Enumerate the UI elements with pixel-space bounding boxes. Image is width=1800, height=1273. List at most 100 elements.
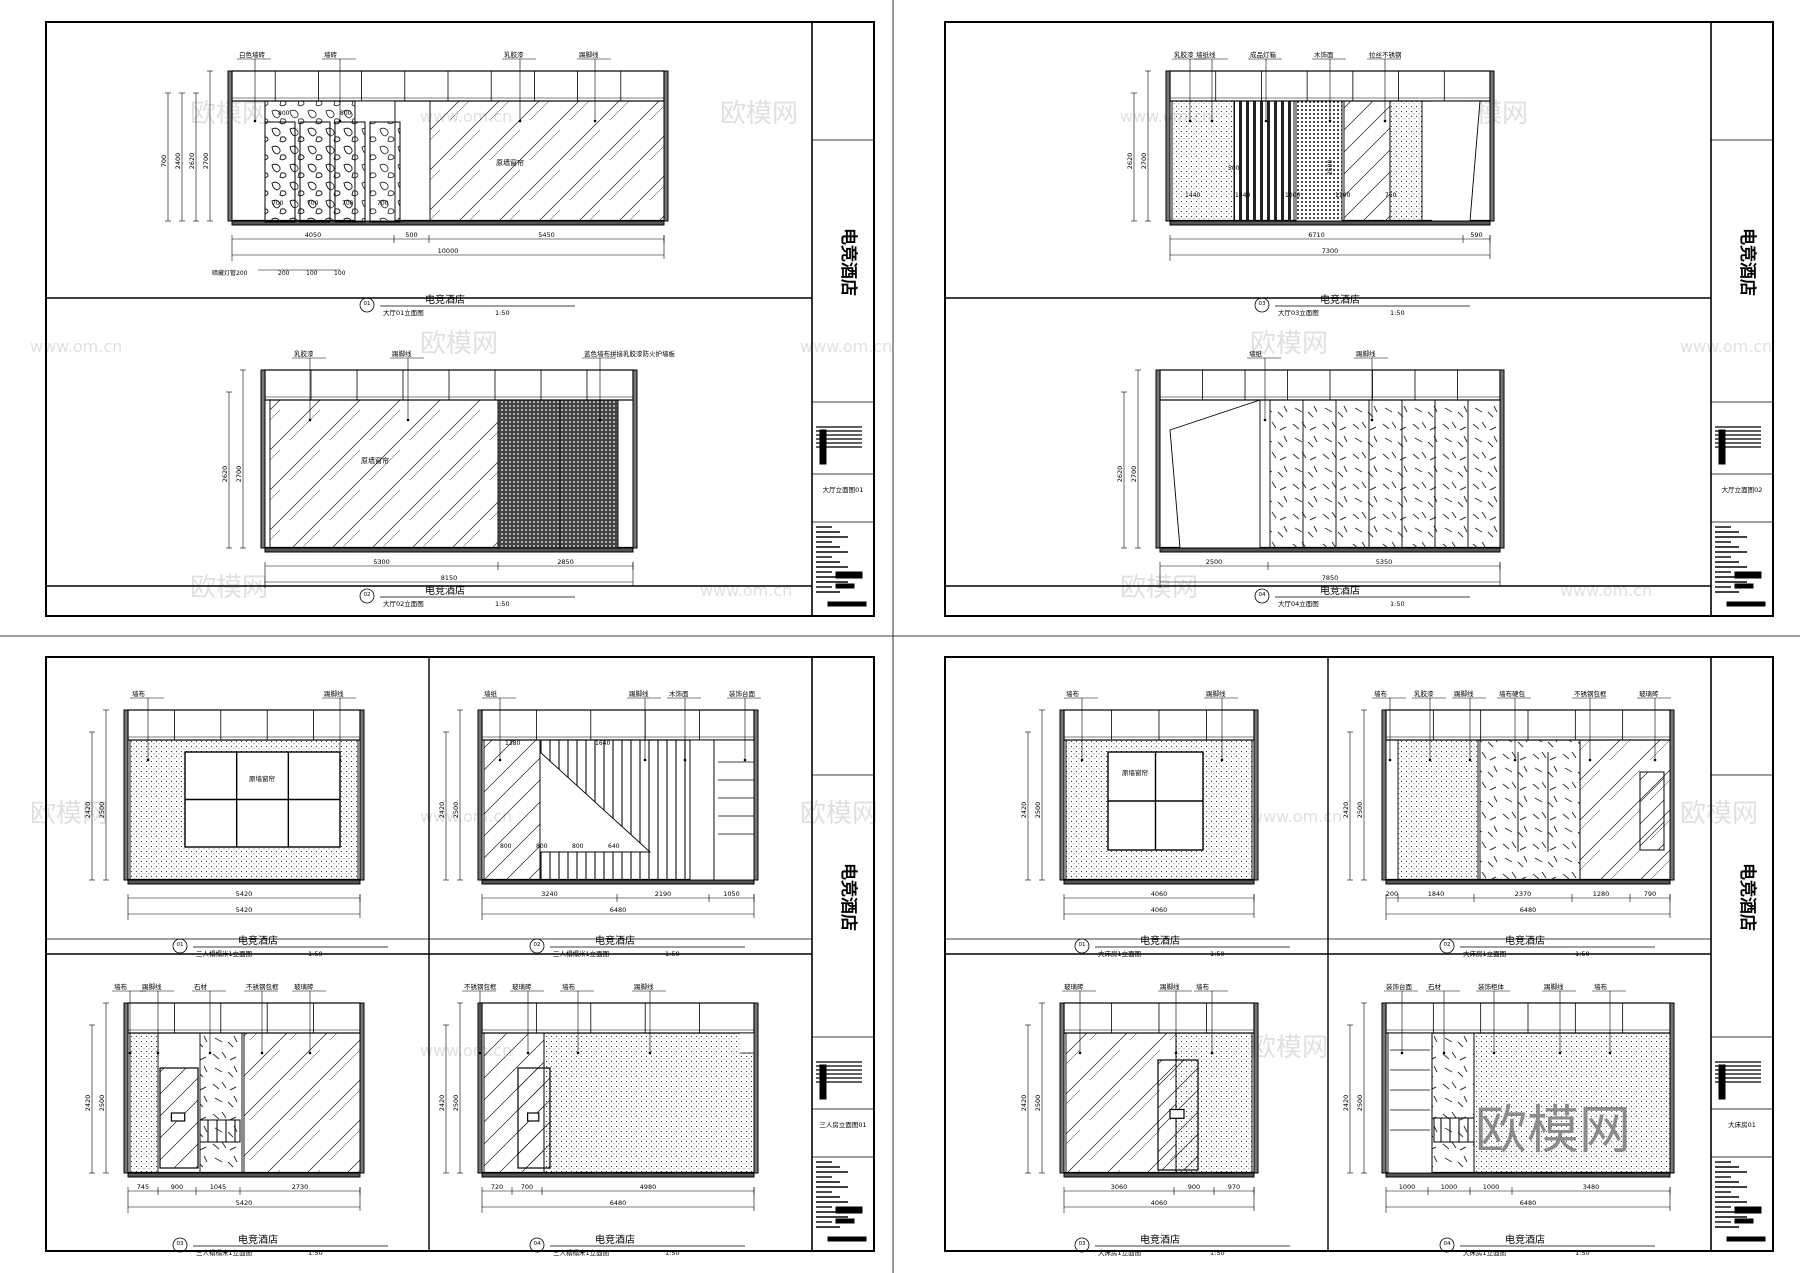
brand-vertical-text: 电竞酒店	[838, 228, 859, 296]
bottom-dimension: 2370	[1515, 890, 1532, 898]
title-block-stamp	[1734, 1218, 1754, 1224]
view-scale: 1:50	[495, 309, 510, 317]
bottom-dimension: 1050	[723, 890, 740, 898]
callout-dot	[1174, 1051, 1178, 1055]
callout-dot	[598, 418, 602, 422]
view-title: 大床房1立面图	[1098, 1248, 1141, 1257]
callout-dot	[156, 1051, 160, 1055]
material-callout: 木饰面	[669, 689, 689, 698]
view-title: 大床房1立面图	[1098, 949, 1141, 958]
side-wall-right	[1489, 70, 1495, 222]
view-project-name: 电竞酒店	[238, 934, 278, 947]
mirror-panel	[483, 739, 541, 881]
bottom-dimension: 5300	[373, 558, 390, 566]
inner-dimension: 1100	[1335, 192, 1350, 199]
total-dimension: 7850	[1322, 574, 1339, 582]
callout-dot	[526, 1051, 530, 1055]
view-project-name: 电竞酒店	[238, 1233, 278, 1246]
floor-slab	[481, 879, 755, 885]
title-block-stamp	[827, 601, 867, 607]
sheet-title: 大厅立面图01	[823, 485, 864, 494]
view-title: 三人榻榻米1立面图	[196, 949, 252, 958]
view-number: 02	[1444, 942, 1451, 948]
view-number: 03	[1259, 301, 1266, 307]
callout-dot	[1388, 758, 1392, 762]
height-dimension: 2420	[1020, 1095, 1028, 1112]
bottom-dimension: 900	[1188, 1183, 1200, 1191]
bottom-dimension: 2730	[292, 1183, 309, 1191]
top-dimension: 800	[340, 110, 352, 117]
view-scale: 1:50	[1210, 950, 1225, 958]
callout-dot	[1558, 1051, 1562, 1055]
height-dimension: 2500	[1034, 802, 1042, 819]
height-dimension: 700	[160, 155, 168, 167]
side-wall-left	[1381, 1002, 1387, 1174]
view-number: 03	[1079, 1241, 1086, 1247]
bottom-dimension: 3060	[1111, 1183, 1128, 1191]
callout-dot	[683, 758, 687, 762]
title-block-stamp	[1726, 601, 1766, 607]
material-callout: 墙布	[1374, 689, 1388, 698]
height-dimension: 2420	[1342, 802, 1350, 819]
fabric-wall	[543, 1032, 755, 1174]
ceiling-band	[481, 709, 755, 741]
material-callout: 踢脚线	[1356, 349, 1376, 358]
steel-panel	[1343, 100, 1391, 222]
total-dimension: 6480	[610, 1199, 627, 1207]
stone-panel	[1479, 739, 1581, 881]
view-title: 大床房1立面图	[1463, 1248, 1506, 1257]
side-wall-right	[753, 1002, 759, 1174]
inner-dimension: 1000	[1285, 192, 1300, 199]
side-wall-left	[1155, 369, 1161, 549]
inner-dimension: 640	[608, 843, 620, 850]
view-project-name: 电竞酒店	[425, 584, 465, 597]
top-dimension: 1380	[505, 740, 520, 747]
watermark-text: 欧模网	[30, 799, 108, 829]
stone-screen-panel	[334, 121, 366, 223]
height-dimension: 2700	[1140, 153, 1148, 170]
sub-note: 暗藏灯管200	[212, 269, 248, 277]
view-project-name: 电竞酒店	[425, 293, 465, 306]
height-dimension: 2420	[438, 1095, 446, 1112]
side-wall-right	[753, 709, 759, 881]
material-callout: 墙纸	[1249, 349, 1263, 358]
material-callout: 玻璃砖	[1064, 982, 1084, 991]
height-dimension: 2700	[235, 466, 243, 483]
side-wall-left	[1059, 1002, 1065, 1174]
view-scale: 1:50	[1575, 1249, 1590, 1257]
height-dimension: 2620	[1126, 153, 1134, 170]
side-wall-right	[359, 709, 365, 881]
callout-dot	[648, 1051, 652, 1055]
bottom-dimension: 5450	[538, 231, 555, 239]
view-project-name: 电竞酒店	[1505, 1233, 1545, 1246]
height-dimension: 2420	[1342, 1095, 1350, 1112]
bottom-dimension: 900	[171, 1183, 183, 1191]
watermark-text: 欧模网	[190, 573, 268, 603]
material-callout: 墙布	[562, 982, 576, 991]
side-wall-left	[227, 70, 233, 222]
inner-dimension: 1440	[1185, 192, 1200, 199]
bottom-dimension: 790	[1644, 890, 1656, 898]
view-title: 三人榻榻米1立面图	[196, 1248, 252, 1257]
view-project-name: 电竞酒店	[1140, 1233, 1180, 1246]
wood-slat-panel	[1233, 100, 1295, 222]
watermark-large: 欧模网	[1475, 1101, 1631, 1161]
watermark-text: 欧模网	[1250, 329, 1328, 359]
height-dimension: 2420	[84, 1095, 92, 1112]
sub-dimension: 100	[306, 270, 318, 277]
lightbox-panel	[1295, 100, 1343, 222]
material-callout: 蓝色墙布拼接乳胶漆防火护墙板	[584, 349, 676, 358]
floor-slab	[481, 1172, 755, 1178]
material-callout: 墙布	[1196, 982, 1210, 991]
floor-slab	[1159, 547, 1501, 553]
title-block-stamp	[1734, 1206, 1762, 1214]
side-wall-left	[1165, 70, 1171, 222]
